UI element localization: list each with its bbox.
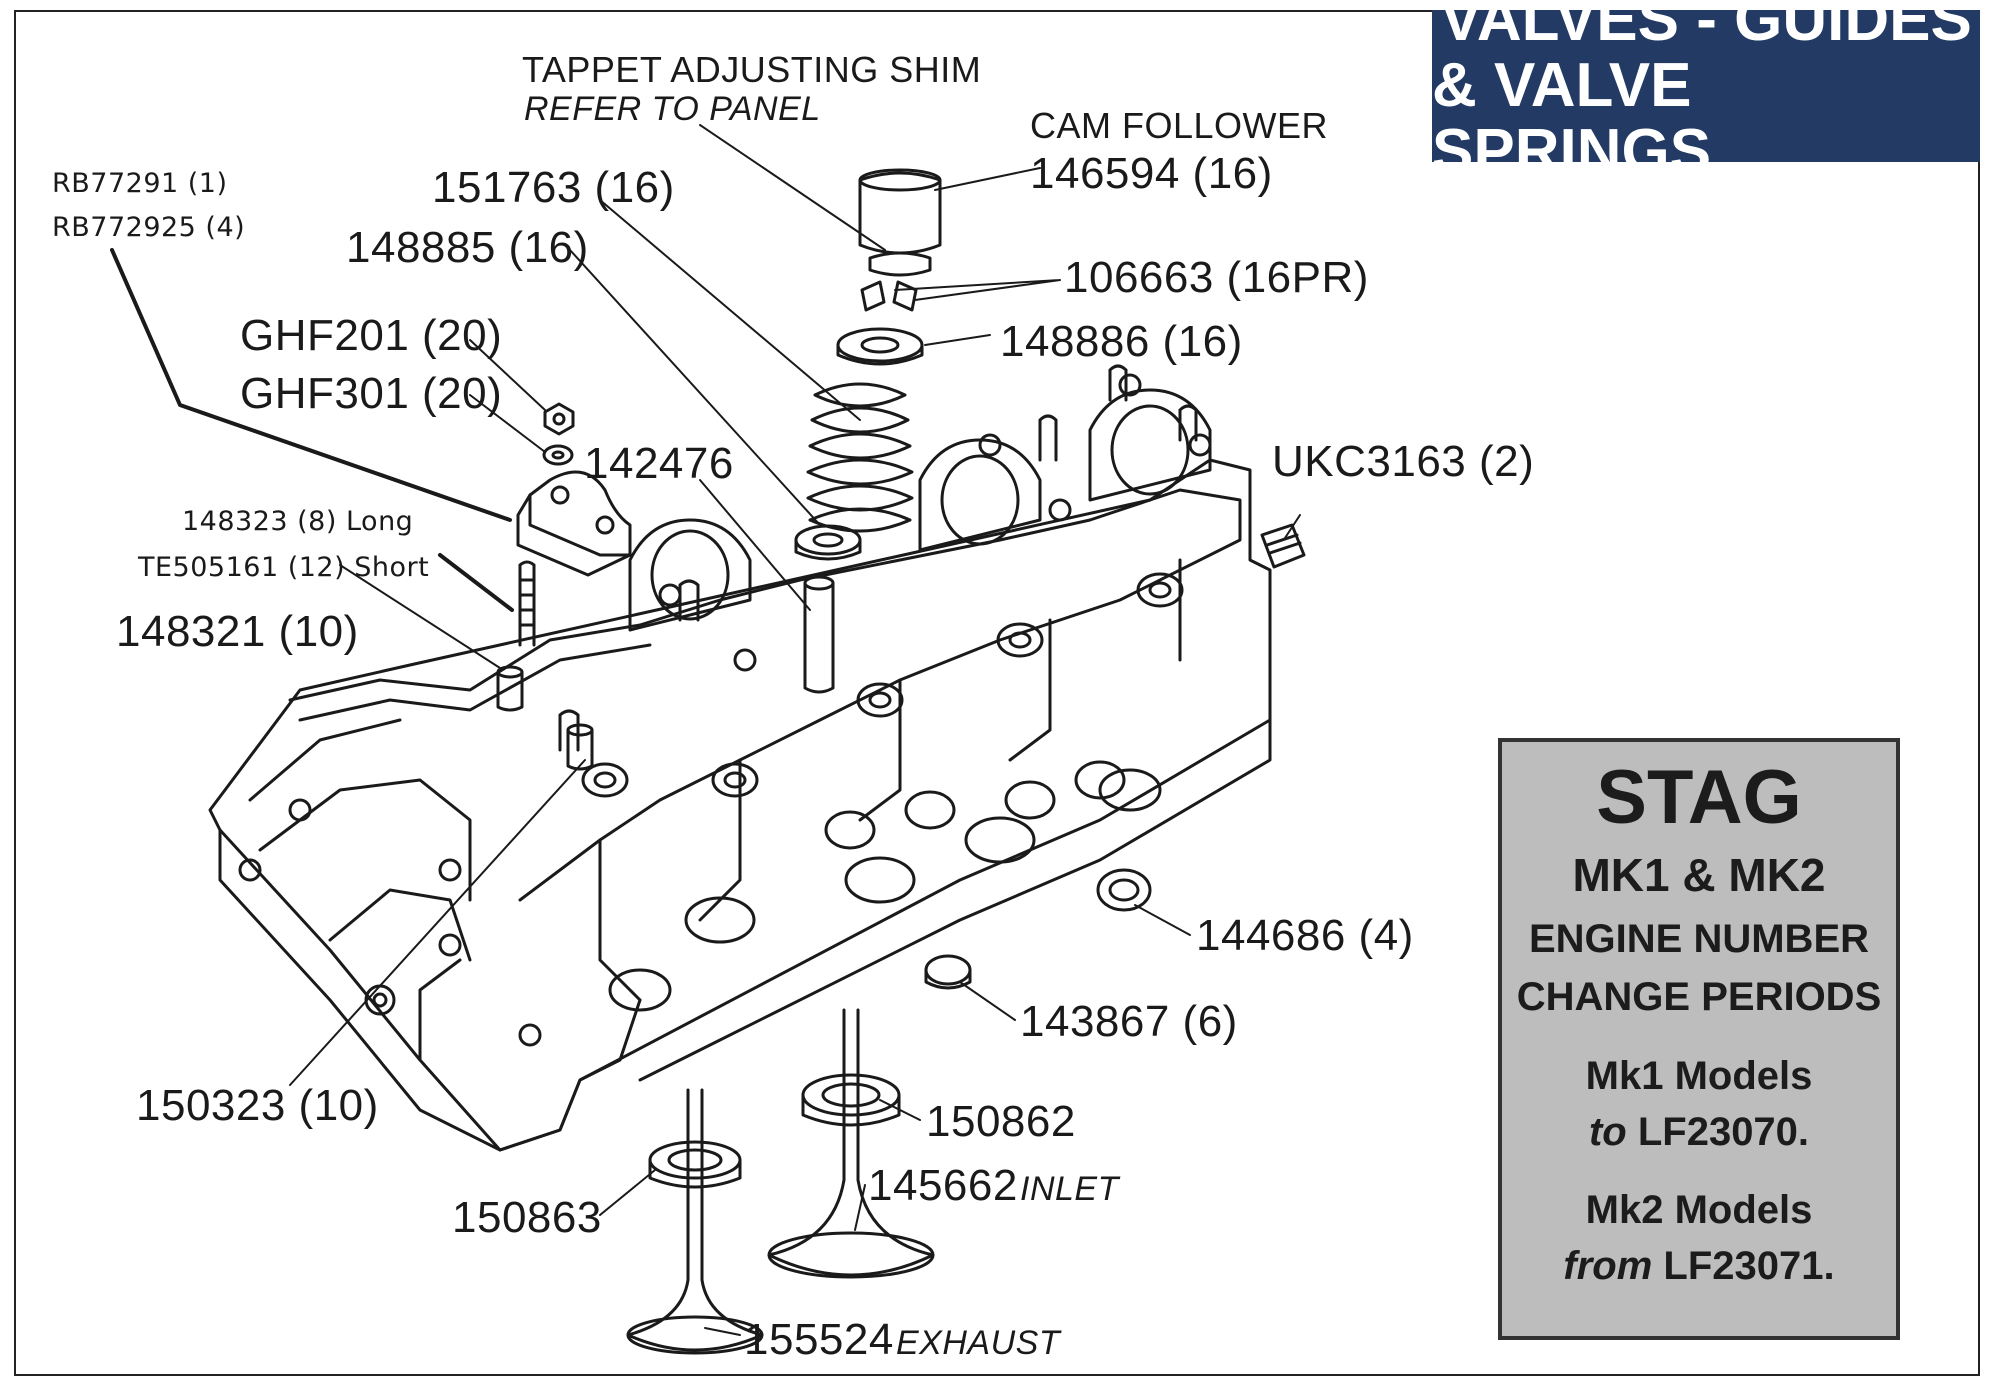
panel-mk2-number: LF23071. — [1663, 1244, 1835, 1288]
leader-150862 — [879, 1099, 921, 1121]
label-155524-note: EXHAUST — [896, 1324, 1061, 1362]
panel-mk2-line-1: Mk2 Models — [1585, 1188, 1813, 1232]
leader-ukc3163 — [1284, 514, 1301, 539]
title-line-1: VALVES - GUIDES — [1440, 0, 1972, 54]
leader-148321 — [339, 564, 501, 669]
label-148885: 148885 (16) — [346, 223, 589, 272]
label-tappet-shim: TAPPET ADJUSTING SHIM — [522, 49, 982, 90]
label-144686: 144686 (4) — [1196, 911, 1414, 960]
label-150323: 150323 (10) — [136, 1081, 379, 1130]
label-142476: 142476 — [584, 439, 734, 488]
label-146594: 146594 (16) — [1030, 149, 1273, 198]
shim-part — [868, 251, 932, 277]
leader-150863 — [599, 1169, 656, 1216]
panel-mk1-line-1: Mk1 Models — [1585, 1054, 1813, 1098]
label-ghf201: GHF201 (20) — [240, 311, 503, 360]
cylinder-head — [208, 364, 1272, 1152]
panel-engine-line-2: CHANGE PERIODS — [1516, 975, 1882, 1019]
panel-mk2-line-2: from LF23071. — [1502, 1238, 1896, 1294]
leader-lines — [289, 124, 1301, 1336]
leader-tappet-shim — [699, 124, 886, 251]
leader-148323 — [438, 553, 514, 612]
leader-150323 — [289, 759, 586, 1086]
panel-mk1-prefix: to — [1588, 1110, 1627, 1154]
seal-143867-part — [924, 954, 972, 990]
label-148323: 148323 (8) Long — [182, 506, 414, 537]
exhaust-valve-part — [626, 1088, 764, 1355]
leader-148885 — [569, 249, 821, 526]
leader-cam-follower — [934, 167, 1041, 191]
washer-part — [542, 444, 574, 466]
dowel-150323-part — [566, 723, 594, 771]
title-banner: VALVES - GUIDES & VALVE SPRINGS — [1432, 0, 1980, 185]
camshaft-bearing-cap-part — [516, 470, 632, 577]
label-rb772925: RB772925 (4) — [52, 212, 246, 243]
label-148321: 148321 (10) — [116, 607, 359, 656]
label-150863: 150863 — [452, 1193, 602, 1242]
leader-148886 — [924, 334, 991, 346]
leader-ghf301 — [469, 394, 546, 453]
valve-guide-part — [803, 575, 835, 694]
diagram-frame — [14, 10, 1980, 1376]
engine-number-panel: STAG MK1 & MK2 ENGINE NUMBER CHANGE PERI… — [1498, 738, 1900, 1340]
leader-144686 — [1134, 904, 1191, 936]
label-te505161: TE505161 (12) Short — [138, 552, 430, 583]
valve-spring-part — [806, 382, 914, 533]
dowel-part — [496, 665, 524, 712]
label-145662: 145662 — [868, 1161, 1018, 1210]
spring-cap-part — [836, 327, 924, 366]
leader-155524 — [704, 1327, 741, 1336]
collets-part — [860, 280, 918, 312]
inlet-valve-part — [767, 1008, 935, 1279]
panel-mk1-line-2: to LF23070. — [1502, 1104, 1896, 1160]
cam-follower-part — [858, 168, 942, 255]
leader-143867 — [959, 981, 1016, 1021]
leader-106663 — [894, 279, 1061, 301]
label-ghf301: GHF301 (20) — [240, 369, 503, 418]
label-ukc3163: UKC3163 (2) — [1272, 437, 1535, 486]
leader-142476 — [699, 479, 811, 611]
label-148886: 148886 (16) — [1000, 317, 1243, 366]
stud-part — [518, 560, 536, 647]
panel-title: STAG — [1596, 755, 1802, 840]
label-106663: 106663 (16PR) — [1064, 253, 1369, 302]
spring-seat-part — [794, 524, 862, 561]
label-155524: 155524 — [744, 1315, 894, 1364]
plug-ukc3163-part — [1260, 523, 1306, 569]
label-rb77291: RB77291 (1) — [52, 168, 228, 199]
panel-engine-line-1: ENGINE NUMBER — [1528, 917, 1870, 961]
leader-145662 — [854, 1184, 866, 1231]
seal-144686-part — [1096, 868, 1152, 912]
leader-ghf201 — [469, 339, 546, 411]
leader-lines-heavy — [110, 248, 514, 612]
panel-mk1-number: LF23070. — [1637, 1110, 1810, 1154]
label-150862: 150862 — [926, 1097, 1076, 1146]
leader-rb77291 — [110, 248, 512, 522]
panel-models: MK1 & MK2 — [1572, 849, 1826, 901]
label-151763: 151763 (16) — [432, 163, 675, 212]
nut-part — [543, 402, 575, 436]
label-143867: 143867 (6) — [1020, 997, 1238, 1046]
title-line-2: & VALVE SPRINGS — [1432, 51, 1712, 186]
panel-mk2-prefix: from — [1563, 1244, 1653, 1288]
label-145662-note: INLET — [1020, 1170, 1119, 1208]
label-tappet-shim-note: REFER TO PANEL — [524, 90, 821, 128]
leader-151763 — [599, 199, 861, 421]
label-cam-follower: CAM FOLLOWER — [1030, 105, 1329, 146]
